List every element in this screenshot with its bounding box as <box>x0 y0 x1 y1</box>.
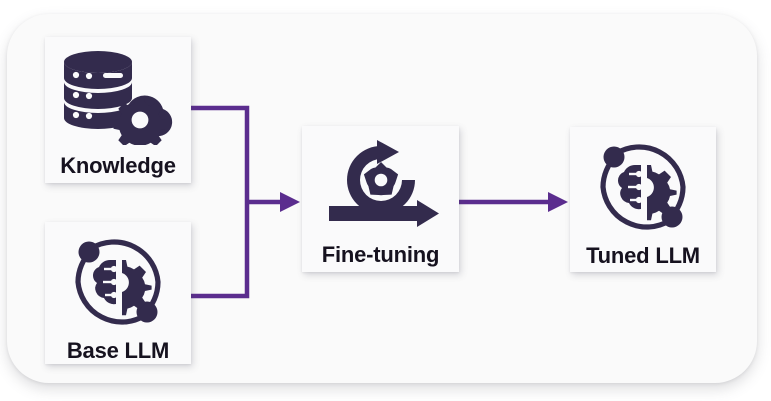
node-label-knowledge: Knowledge <box>60 153 176 178</box>
node-card-fine-tuning[interactable]: Fine-tuning <box>302 126 459 272</box>
node-card-knowledge[interactable]: Knowledge <box>45 37 191 183</box>
node-card-tuned-llm[interactable]: Tuned LLM <box>570 127 716 272</box>
node-card-base-llm[interactable]: Base LLM <box>45 222 191 364</box>
node-label-tuned-llm: Tuned LLM <box>586 243 700 268</box>
node-label-fine-tuning: Fine-tuning <box>321 242 440 267</box>
database-cloud-gear-icon <box>56 49 180 145</box>
refresh-loop-gear-arrow-icon <box>321 138 441 232</box>
brain-gear-orbit-icon <box>587 137 699 237</box>
brain-gear-orbit-icon <box>62 232 174 332</box>
node-label-base-llm: Base LLM <box>66 338 170 363</box>
